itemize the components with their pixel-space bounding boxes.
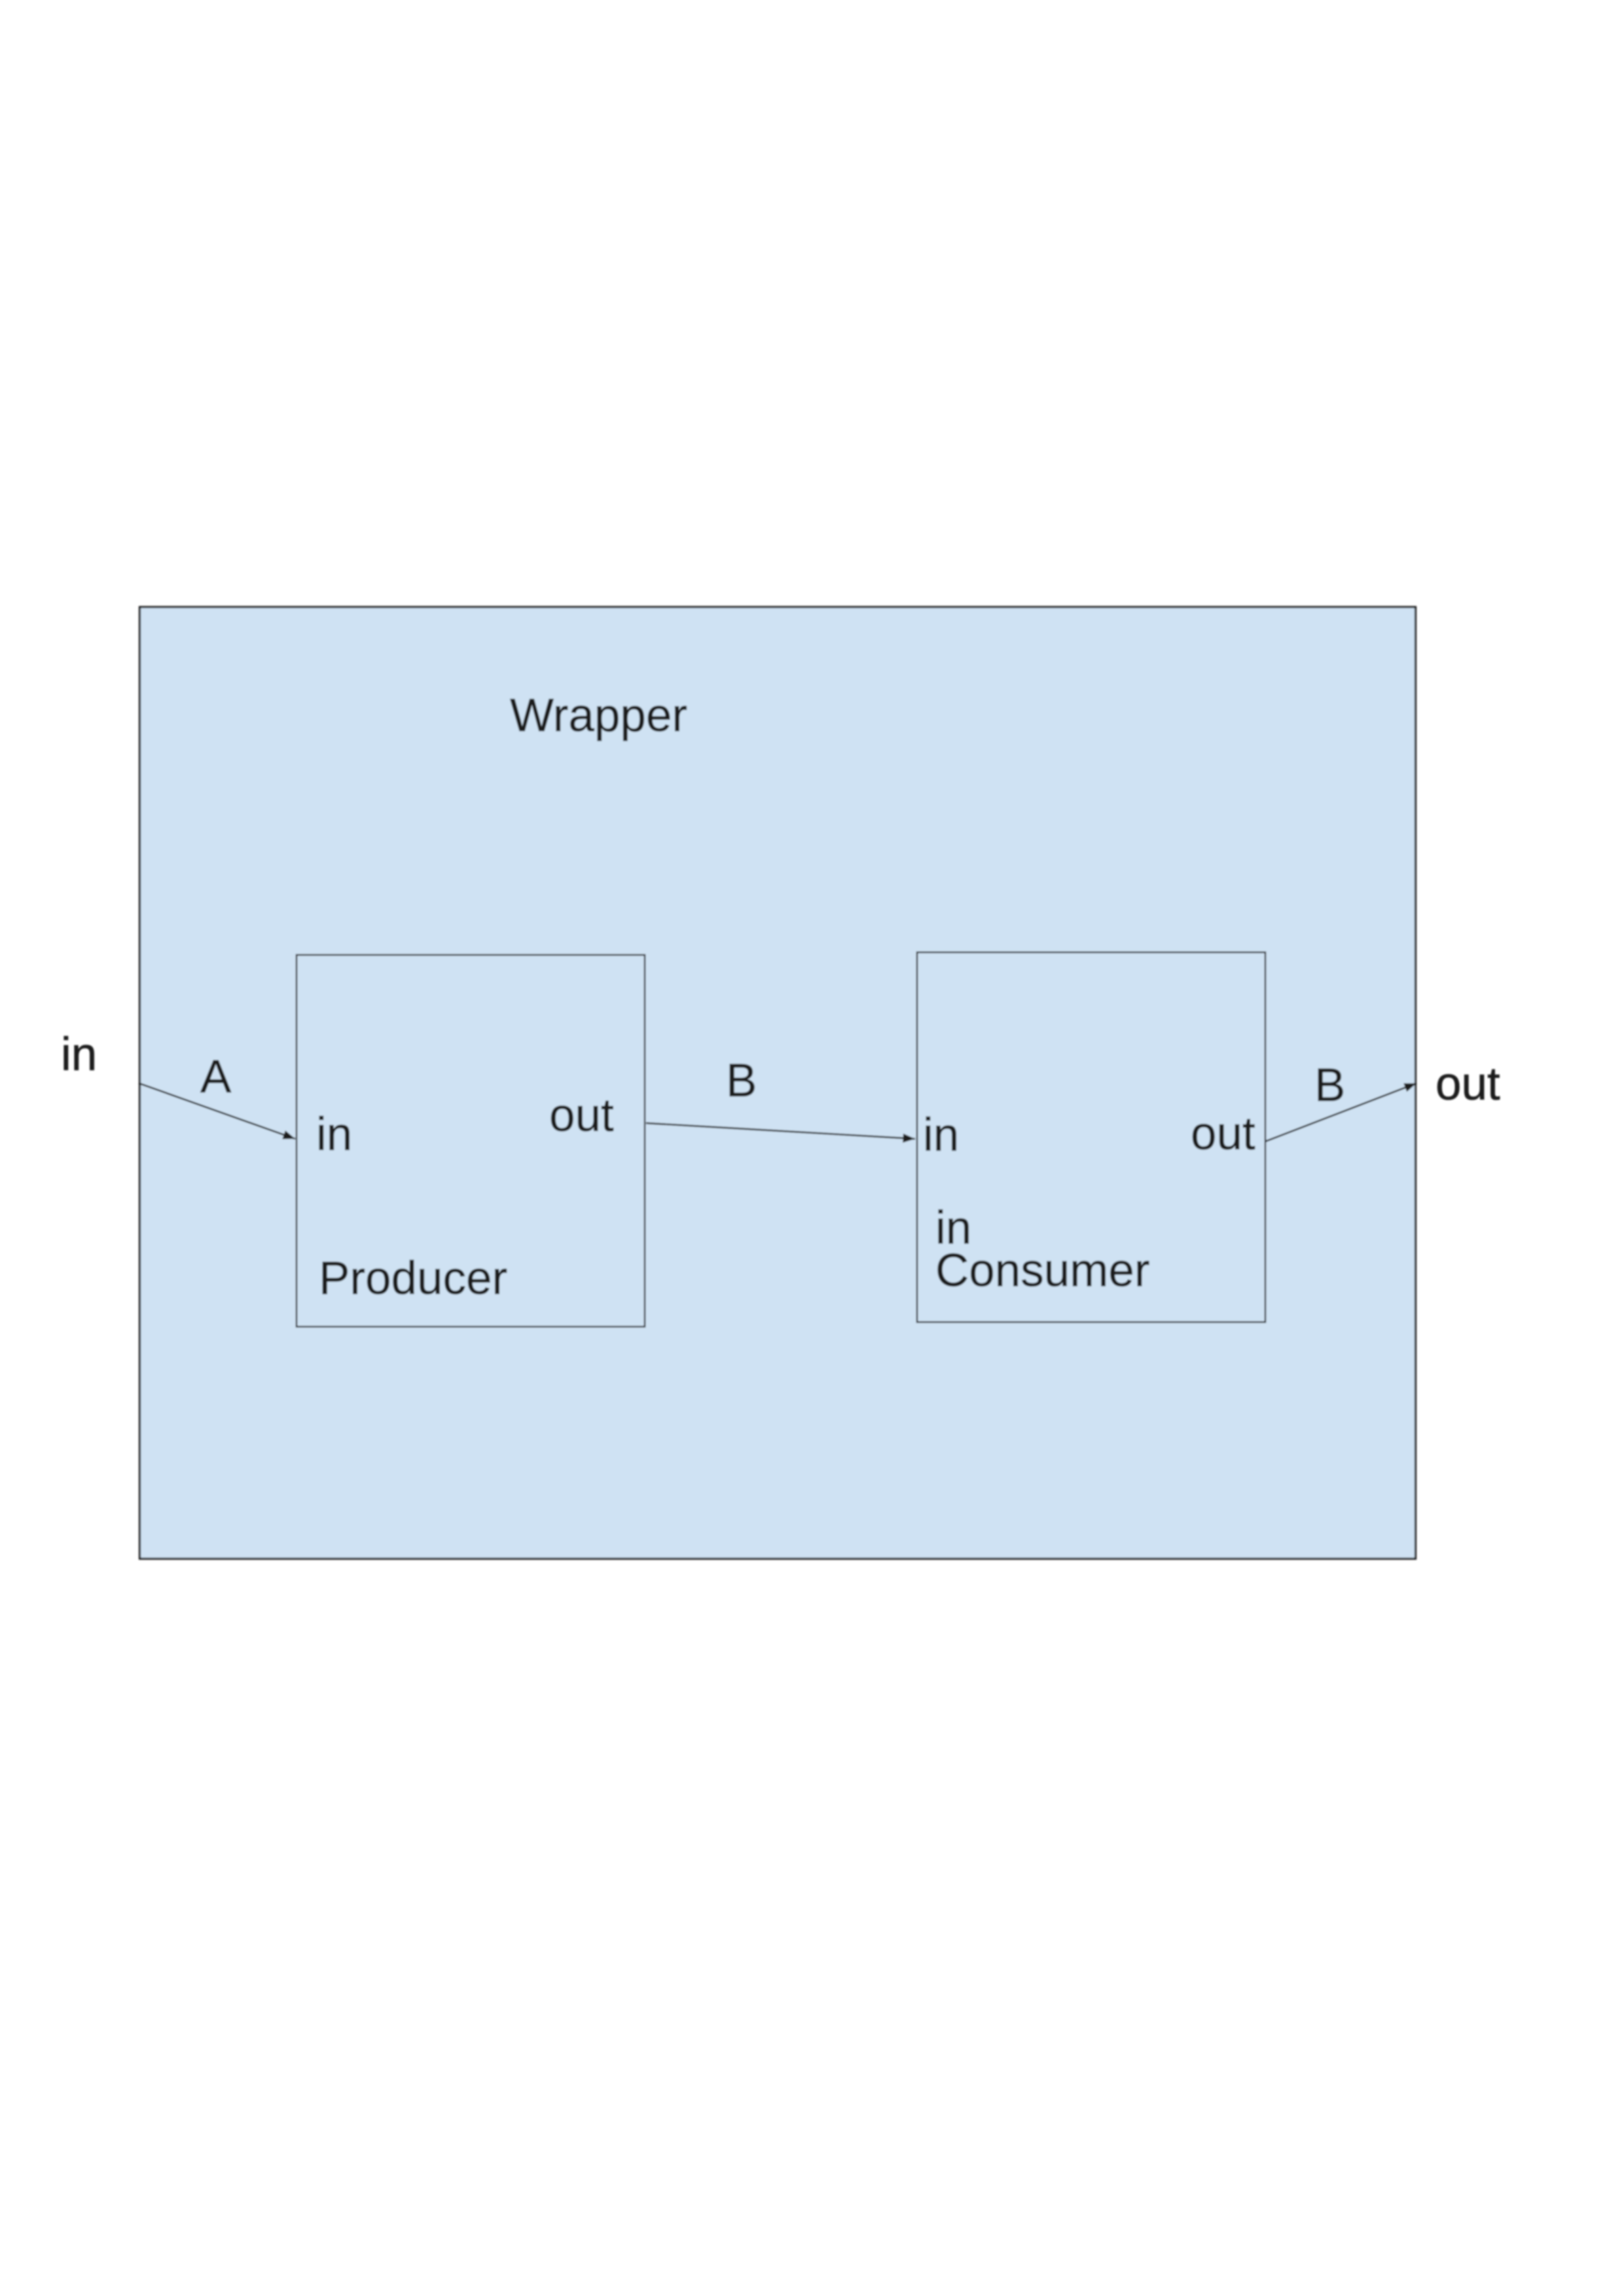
svg-text:in: in <box>923 1109 959 1161</box>
svg-text:B: B <box>1314 1060 1345 1111</box>
svg-text:Consumer: Consumer <box>935 1245 1150 1297</box>
svg-text:Producer: Producer <box>319 1253 507 1304</box>
svg-text:in: in <box>935 1202 971 1254</box>
svg-text:A: A <box>200 1051 232 1103</box>
svg-text:out: out <box>1191 1108 1255 1160</box>
svg-text:out: out <box>1435 1058 1500 1110</box>
svg-text:Wrapper: Wrapper <box>510 690 687 742</box>
svg-text:B: B <box>726 1055 757 1107</box>
svg-text:in: in <box>61 1029 97 1081</box>
svg-text:in: in <box>316 1109 352 1160</box>
svg-text:out: out <box>549 1090 614 1141</box>
